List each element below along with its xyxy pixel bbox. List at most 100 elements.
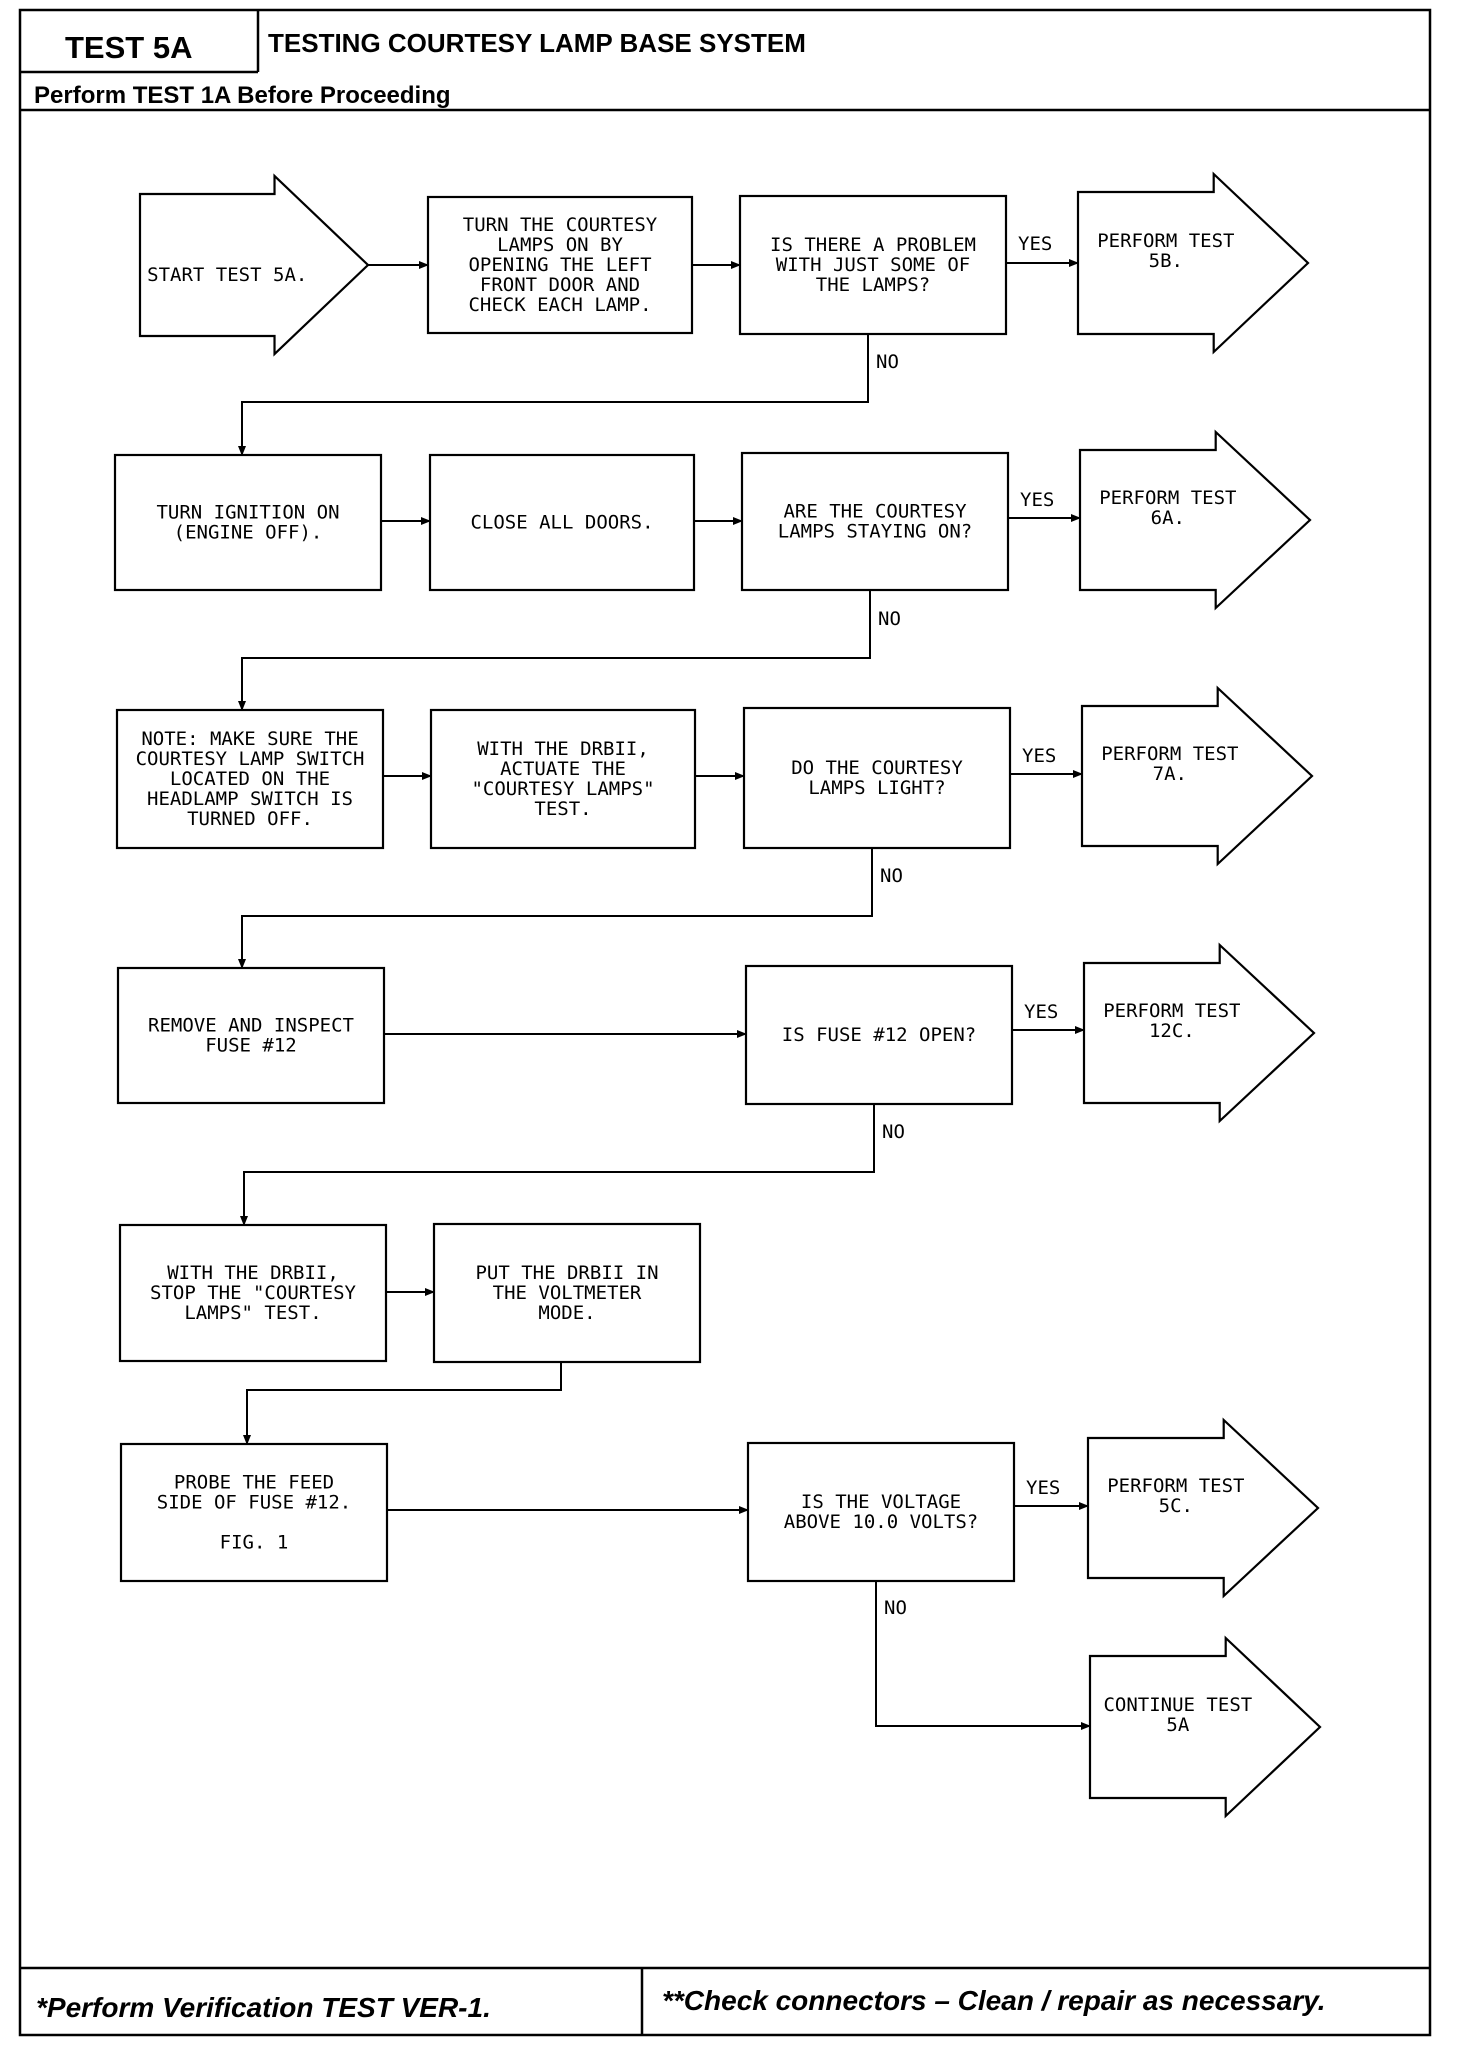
- process-box-actuate-test-text: TEST.: [534, 798, 591, 820]
- process-box-probe-fuse-text: SIDE OF FUSE #12.: [157, 1492, 351, 1514]
- note-box-headlamp-switch-text: LOCATED ON THE: [170, 768, 330, 790]
- note-box-headlamp-switch-text: TURNED OFF.: [187, 808, 313, 830]
- result-arrow-test-5c-text: 5C.: [1159, 1495, 1193, 1517]
- connector-arrow: [243, 1362, 562, 1445]
- result-arrow-test-5b-text: 5B.: [1149, 250, 1183, 272]
- result-arrow-test-12c-outline: [1082, 942, 1316, 1124]
- result-arrow-test-5b-outline: [1076, 171, 1310, 355]
- process-box-actuate-test: WITH THE DRBII,ACTUATE THE"COURTESY LAMP…: [429, 708, 697, 850]
- process-box-close-doors: CLOSE ALL DOORS.: [428, 453, 696, 592]
- prerequisite-note: Perform TEST 1A Before Proceeding: [34, 82, 451, 109]
- process-box-actuate-test-outline: [429, 708, 697, 850]
- decision-box-lamps-staying-on-outline: [740, 451, 1010, 592]
- process-box-actuate-test-text: WITH THE DRBII,: [477, 738, 649, 760]
- decision-box-lamps-light-text: LAMPS LIGHT?: [808, 777, 945, 799]
- note-box-headlamp-switch-outline: [115, 708, 385, 850]
- process-box-probe-fuse-text: PROBE THE FEED: [174, 1472, 334, 1494]
- result-arrow-test-6a-outline: [1078, 429, 1312, 611]
- process-box-stop-test-text: STOP THE "COURTESY: [150, 1282, 356, 1304]
- process-box-probe-fuse-text: FIG. 1: [220, 1532, 289, 1554]
- continue-arrow-test-5a-text: 5A: [1166, 1714, 1189, 1736]
- decision-box-lamps-light-text: DO THE COURTESY: [791, 757, 963, 779]
- decision-box-some-lamps-outline: [738, 194, 1008, 336]
- process-box-actuate-test-text: ACTUATE THE: [500, 758, 626, 780]
- decision-box-lamps-staying-on-text: ARE THE COURTESY: [783, 501, 967, 523]
- note-box-headlamp-switch-text: NOTE: MAKE SURE THE: [141, 728, 358, 750]
- process-box-voltmeter-mode-text: PUT THE DRBII IN: [475, 1262, 658, 1284]
- decision-box-some-lamps-text: IS THERE A PROBLEM: [770, 234, 976, 256]
- note-box-headlamp-switch-text: COURTESY LAMP SWITCH: [136, 748, 365, 770]
- no-label: NO: [884, 1597, 907, 1619]
- no-label: NO: [880, 865, 903, 887]
- process-box-ignition-on-text: TURN IGNITION ON: [156, 502, 339, 524]
- process-box-inspect-fuse-text: FUSE #12: [205, 1035, 297, 1057]
- result-arrow-test-7a-text: 7A.: [1153, 763, 1187, 785]
- result-arrow-test-5b-text: PERFORM TEST: [1097, 230, 1234, 252]
- process-box-close-doors-text: CLOSE ALL DOORS.: [470, 512, 653, 534]
- process-box-ignition-on-outline: [113, 453, 383, 592]
- process-box-open-door-text: TURN THE COURTESY: [463, 214, 658, 236]
- yes-label: YES: [1018, 233, 1052, 255]
- decision-box-some-lamps-text: THE LAMPS?: [816, 274, 930, 296]
- connectors-note: **Check connectors – Clean / repair as n…: [662, 1985, 1326, 2016]
- continue-arrow-test-5a-outline: [1088, 1635, 1322, 1819]
- yes-label: YES: [1024, 1001, 1058, 1023]
- start-arrow-text: START TEST 5A.: [147, 264, 307, 286]
- page-frame: [18, 8, 1432, 2037]
- start-arrow: START TEST 5A.: [138, 173, 370, 357]
- connector-arrow: [238, 848, 873, 969]
- test-id: TEST 5A: [65, 30, 192, 65]
- process-box-stop-test-text: LAMPS" TEST.: [184, 1302, 321, 1324]
- decision-box-fuse-open: IS FUSE #12 OPEN?: [744, 964, 1014, 1106]
- yes-label: YES: [1026, 1477, 1060, 1499]
- verification-note: *Perform Verification TEST VER-1.: [36, 1992, 491, 2023]
- start-arrow-outline: [138, 173, 370, 357]
- connector-arrow: [240, 1104, 875, 1226]
- process-box-stop-test-text: WITH THE DRBII,: [167, 1262, 339, 1284]
- process-box-actuate-test-text: "COURTESY LAMPS": [471, 778, 654, 800]
- connector-arrow: [875, 1581, 1091, 1730]
- process-box-voltmeter-mode-text: THE VOLTMETER: [493, 1282, 642, 1304]
- result-arrow-test-12c-text: 12C.: [1149, 1020, 1195, 1042]
- decision-box-fuse-open-text: IS FUSE #12 OPEN?: [782, 1024, 976, 1046]
- process-box-open-door-text: LAMPS ON BY: [497, 234, 623, 256]
- process-box-ignition-on-text: (ENGINE OFF).: [174, 522, 323, 544]
- connector-arrow: [238, 590, 871, 711]
- process-box-ignition-on: TURN IGNITION ON(ENGINE OFF).: [113, 453, 383, 592]
- connector-arrow: [238, 334, 869, 456]
- process-box-stop-test-outline: [118, 1223, 388, 1363]
- decision-box-lamps-light-outline: [742, 706, 1012, 850]
- page-title: TESTING COURTESY LAMP BASE SYSTEM: [268, 28, 806, 58]
- process-box-open-door-text: FRONT DOOR AND: [480, 274, 640, 296]
- process-box-voltmeter-mode-text: MODE.: [538, 1302, 595, 1324]
- result-arrow-test-6a-text: PERFORM TEST: [1099, 487, 1236, 509]
- result-arrow-test-5c-text: PERFORM TEST: [1107, 1475, 1244, 1497]
- yes-label: YES: [1020, 489, 1054, 511]
- process-box-voltmeter-mode-outline: [432, 1222, 702, 1364]
- connector-lines: [238, 259, 1091, 1730]
- continue-arrow-test-5a-text: CONTINUE TEST: [1103, 1694, 1252, 1716]
- decision-box-voltage-above-outline: [746, 1441, 1016, 1583]
- process-box-open-door-outline: [426, 195, 694, 335]
- result-arrow-test-12c-text: PERFORM TEST: [1103, 1000, 1240, 1022]
- process-box-close-doors-outline: [428, 453, 696, 592]
- process-box-open-door-text: OPENING THE LEFT: [468, 254, 651, 276]
- decision-box-lamps-staying-on-text: LAMPS STAYING ON?: [778, 521, 972, 543]
- result-arrow-test-7a-outline: [1080, 685, 1314, 867]
- result-arrow-test-5c-outline: [1086, 1417, 1320, 1599]
